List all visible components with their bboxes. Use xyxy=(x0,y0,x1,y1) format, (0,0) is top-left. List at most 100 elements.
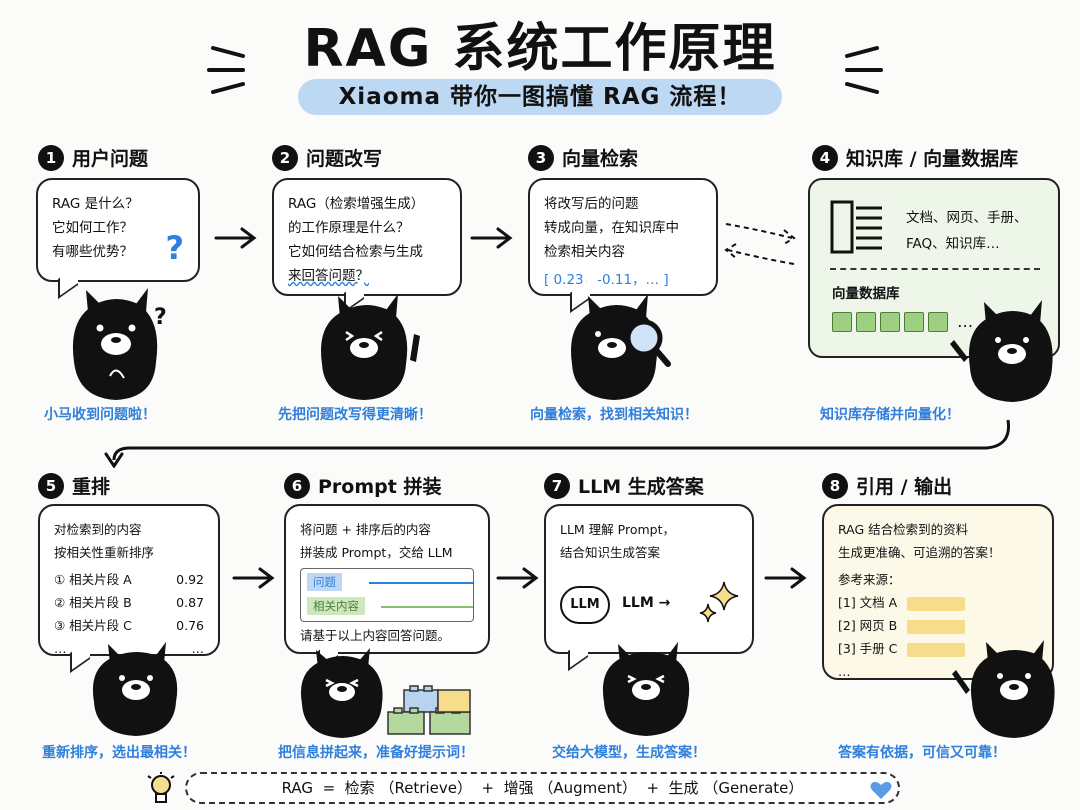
arrow-icon xyxy=(470,227,513,249)
step-number: 7 xyxy=(544,472,570,499)
step-8-caption: 答案有依据，可信又可靠！ xyxy=(838,745,1006,761)
bubble-line: 按相关性重新排序 xyxy=(54,545,155,560)
vector-block xyxy=(928,312,948,332)
bubble-line: 将改写后的问题 xyxy=(544,196,639,212)
step-4-title: 4 知识库 / 向量数据库 xyxy=(812,144,1018,171)
emphasis-lines-right-icon xyxy=(835,38,885,98)
bubble-line: 拼装成 Prompt，交给 LLM xyxy=(300,545,453,560)
bubble-line: 将问题 + 排序后的内容 xyxy=(300,522,431,537)
bubble-line: 结合知识生成答案 xyxy=(560,545,661,560)
arrow-icon xyxy=(496,567,539,589)
step-number: 6 xyxy=(284,472,310,499)
bubble-line: 生成更准确、可追溯的答案！ xyxy=(838,545,1001,560)
context-tag: 相关内容 xyxy=(307,597,365,615)
vector-block xyxy=(856,312,876,332)
alpaca-mascot xyxy=(950,300,1053,402)
question-tag: 问题 xyxy=(307,573,342,591)
rank-score: … xyxy=(191,641,205,656)
lightbulb-icon xyxy=(147,772,175,803)
step-title-text: LLM 生成答案 xyxy=(578,476,704,498)
step-1-bubble: RAG 是什么？ 它如何工作？ 有哪些优势？ ? xyxy=(36,178,200,282)
page-subtitle: Xiaoma 带你一图搞懂 RAG 流程！ xyxy=(298,79,782,115)
step-7-caption: 交给大模型，生成答案！ xyxy=(552,745,706,761)
brain-icon: LLM xyxy=(560,586,610,624)
alpaca-mascot: ? xyxy=(72,288,166,400)
divider xyxy=(830,268,1040,270)
ref-highlight xyxy=(907,642,966,657)
connector-arrow-icon xyxy=(104,419,1011,468)
ref-item: [2] 网页 B xyxy=(838,614,1038,637)
arrow-icon xyxy=(214,227,257,249)
rank-score: 0.92 xyxy=(176,572,204,587)
docs-text-line-2: FAQ、知识库… xyxy=(906,236,1000,252)
step-title-text: 向量检索 xyxy=(562,148,639,170)
step-number: 2 xyxy=(272,144,298,171)
bidirectional-arrow-icon xyxy=(724,223,796,265)
rank-label: ② 相关片段 B xyxy=(54,595,132,610)
arrow-icon xyxy=(232,567,275,589)
rank-score: 0.87 xyxy=(176,595,204,610)
step-number: 4 xyxy=(812,144,838,171)
svg-text:?: ? xyxy=(154,305,166,330)
bubble-line: 它如何结合检索与生成 xyxy=(288,244,423,260)
rank-row: …… xyxy=(54,637,204,660)
bubble-line: RAG（检索增强生成） xyxy=(288,196,425,212)
vector-values: [ 0.23，-0.11，… ] xyxy=(544,272,669,288)
step-1-caption: 小马收到问题啦！ xyxy=(44,407,156,423)
step-title-text: 引用 / 输出 xyxy=(856,476,953,498)
vector-db-label: 向量数据库 xyxy=(832,286,900,302)
alpaca-mascot xyxy=(602,642,690,736)
ref-item: [1] 文档 A xyxy=(838,591,1038,614)
alpaca-mascot xyxy=(952,640,1055,738)
rank-row: ② 相关片段 B 0.87 xyxy=(54,591,204,614)
bubble-line: 的工作原理是什么？ xyxy=(288,220,410,236)
step-8-title: 8 引用 / 输出 xyxy=(822,472,952,499)
magnifier-icon xyxy=(625,319,671,367)
step-3-caption: 向量检索，找到相关知识！ xyxy=(530,407,698,423)
rank-label: ③ 相关片段 C xyxy=(54,618,132,633)
bubble-line: 它如何工作？ xyxy=(52,220,133,236)
bubble-line: 请基于以上内容回答问题。 xyxy=(300,628,451,643)
step-number: 1 xyxy=(38,144,64,171)
step-6-bubble: 将问题 + 排序后的内容 拼装成 Prompt，交给 LLM 问题 相关内容 请… xyxy=(284,504,490,654)
step-3-bubble: 将改写后的问题 转成向量，在知识库中 检索相关内容 [ 0.23，-0.11，…… xyxy=(528,178,718,296)
step-number: 8 xyxy=(822,472,848,499)
vector-block xyxy=(832,312,852,332)
rag-formula: RAG = 检索 （Retrieve） + 增强 （Augment） + 生成 … xyxy=(185,772,900,804)
ref-highlight xyxy=(907,596,966,611)
emphasis-lines-left-icon xyxy=(205,38,255,98)
step-title-text: 问题改写 xyxy=(306,148,383,170)
question-mark-icon: ? xyxy=(165,229,184,267)
ref-title: 参考来源： xyxy=(838,572,901,587)
alpaca-mascot xyxy=(92,642,178,736)
bubble-line: RAG 结合检索到的资料 xyxy=(838,522,969,537)
vector-block xyxy=(904,312,924,332)
bubble-line: RAG 是什么？ xyxy=(52,196,139,212)
step-title-text: 重排 xyxy=(72,476,111,498)
step-7-bubble: LLM 理解 Prompt， 结合知识生成答案 LLM LLM → xyxy=(544,504,754,654)
step-title-text: 知识库 / 向量数据库 xyxy=(846,148,1019,170)
step-2-bubble: RAG（检索增强生成） 的工作原理是什么？ 它如何结合检索与生成 来回答问题？ xyxy=(272,178,462,296)
context-line xyxy=(381,606,473,608)
bubble-line: 有哪些优势？ xyxy=(52,244,133,260)
rank-label: ① 相关片段 A xyxy=(54,572,132,587)
heart-icon xyxy=(870,781,892,799)
step-7-title: 7 LLM 生成答案 xyxy=(544,472,704,499)
alpaca-mascot xyxy=(571,294,671,400)
step-2-title: 2 问题改写 xyxy=(272,144,382,171)
document-stack-icon xyxy=(830,200,882,254)
step-6-caption: 把信息拼起来，准备好提示词！ xyxy=(278,745,474,761)
alpaca-mascot xyxy=(321,294,420,400)
ref-item: [3] 手册 C xyxy=(838,637,1038,660)
rank-row: ① 相关片段 A 0.92 xyxy=(54,568,204,591)
step-title-text: Prompt 拼装 xyxy=(318,476,442,498)
step-4-caption: 知识库存储并向量化！ xyxy=(820,407,960,423)
question-line xyxy=(369,582,473,584)
sparkle-icon xyxy=(699,581,739,623)
alpaca-mascot xyxy=(300,648,471,738)
